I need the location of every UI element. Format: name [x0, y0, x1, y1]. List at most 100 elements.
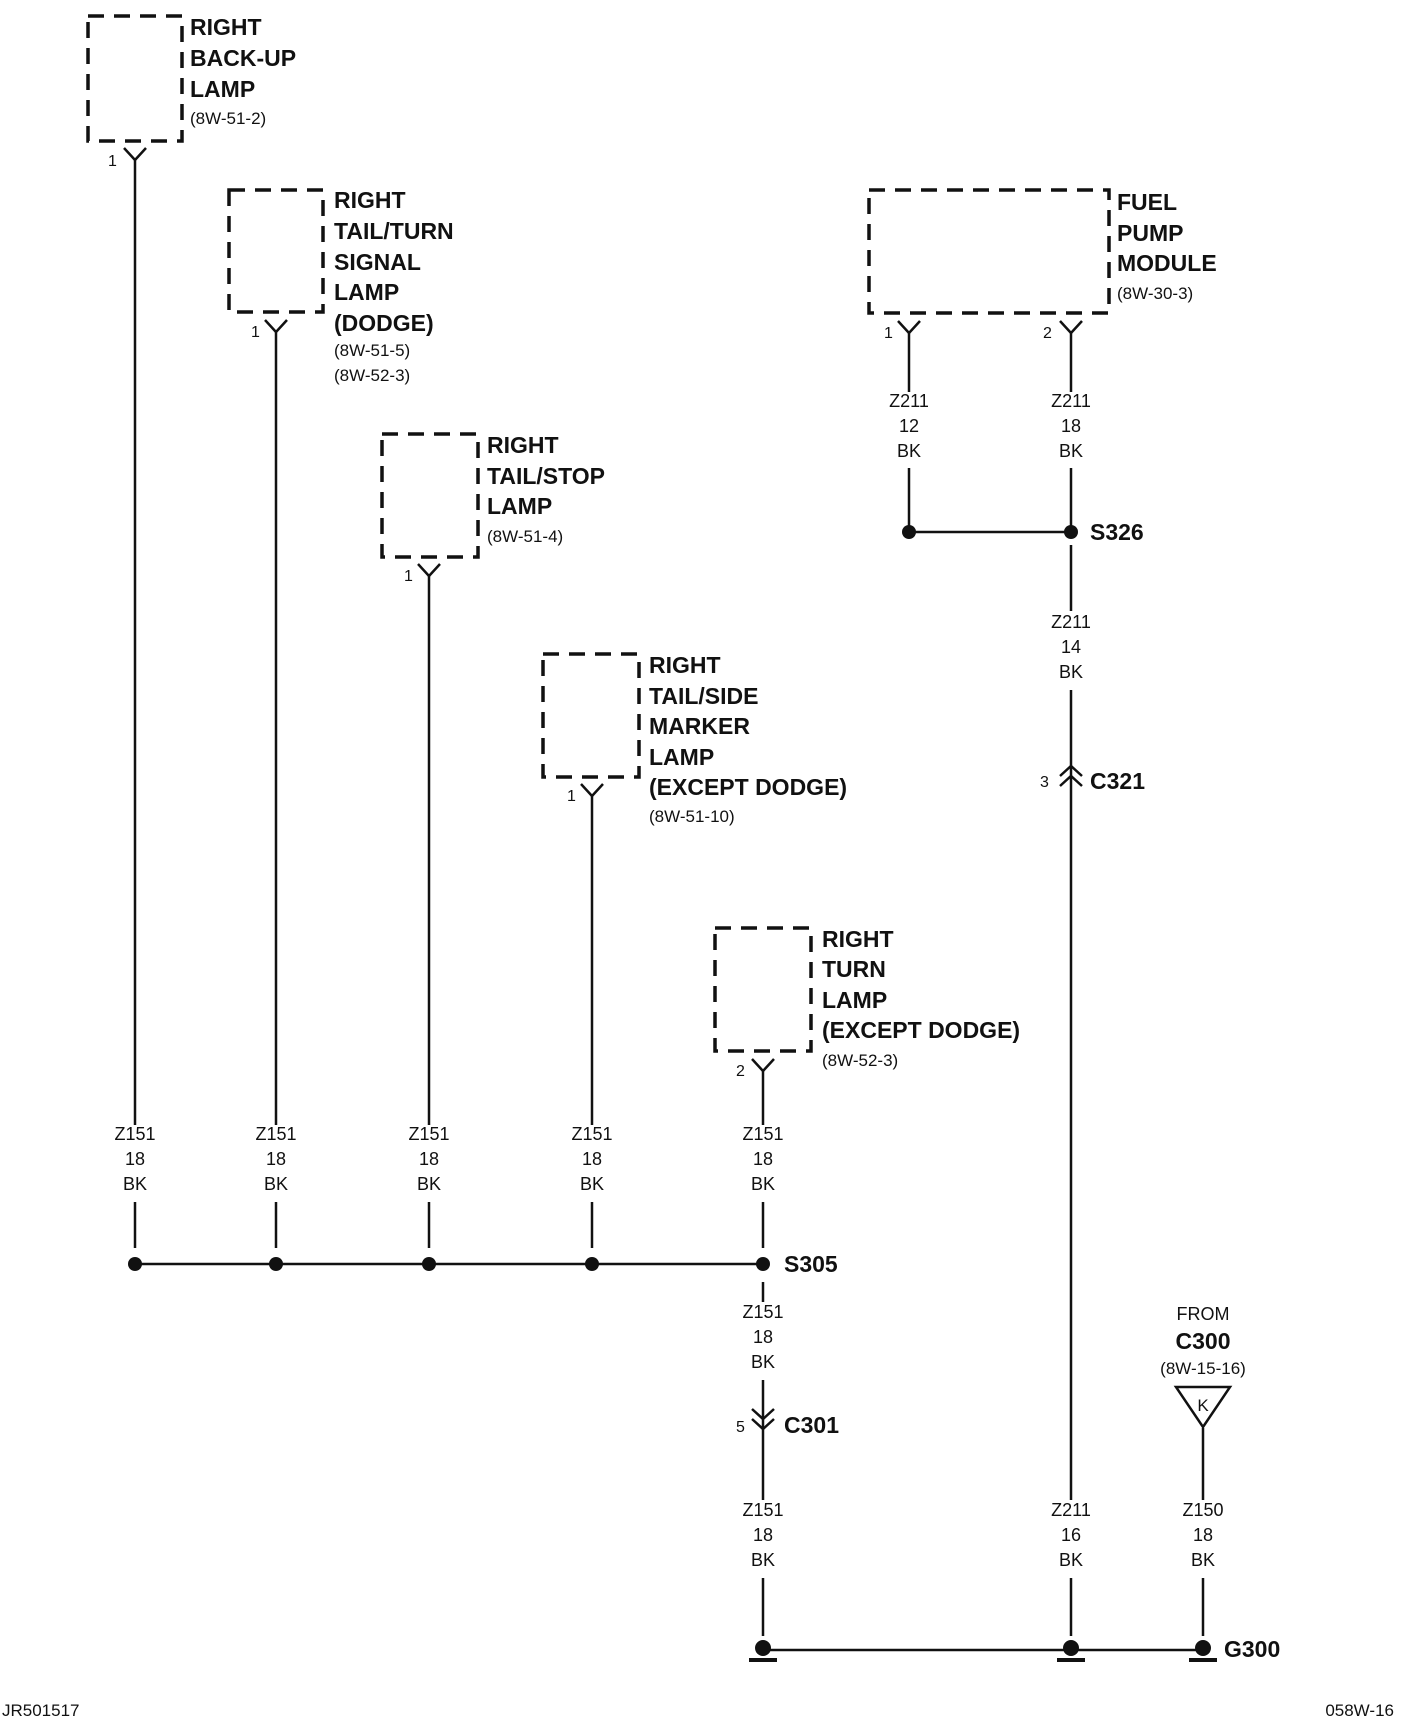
- wire-circuit: Z211: [1051, 391, 1091, 411]
- ground-eyelet: [755, 1640, 771, 1656]
- splice-dot: [902, 525, 916, 539]
- wire-color: BK: [264, 1174, 288, 1194]
- pin-number: 1: [884, 325, 893, 342]
- from-connector-ref: (8W-15-16): [1160, 1359, 1246, 1378]
- wire-gauge: 14: [1061, 637, 1081, 657]
- wire-circuit: Z211: [889, 391, 929, 411]
- wire-color: BK: [897, 441, 921, 461]
- wire-color: BK: [123, 1174, 147, 1194]
- wire-label: Z211 12 BK: [889, 391, 929, 461]
- component-box: [867, 188, 1111, 315]
- splice-label: S305: [784, 1251, 838, 1277]
- component-ref: (8W-51-5): [334, 341, 410, 360]
- component-name-line: PUMP: [1117, 220, 1183, 246]
- component-name-line: LAMP: [487, 493, 552, 519]
- connector-c301: 5 C301: [736, 1406, 839, 1440]
- component-name-line: BACK-UP: [190, 45, 296, 71]
- connector-label: C301: [784, 1412, 839, 1438]
- wire-label: Z151 18 BK: [742, 1302, 783, 1372]
- pin-number: 3: [1040, 774, 1049, 791]
- wire-color: BK: [751, 1174, 775, 1194]
- wire-gauge: 18: [1193, 1525, 1213, 1545]
- component-box: [227, 188, 325, 314]
- pin-number: 1: [108, 153, 117, 170]
- wire-label: Z151 18 BK: [114, 1124, 155, 1194]
- wire-color: BK: [417, 1174, 441, 1194]
- component-name-line: RIGHT: [649, 652, 721, 678]
- wire-label: Z211 14 BK: [1051, 612, 1091, 682]
- wire-gauge: 18: [582, 1149, 602, 1169]
- component-name-line: (DODGE): [334, 310, 434, 336]
- component-name-line: (EXCEPT DODGE): [649, 774, 847, 800]
- splice-label: S326: [1090, 519, 1144, 545]
- wire-labels: Z151 18 BK Z151 18 BK Z151 18 BK Z151 18…: [114, 391, 1223, 1570]
- wire-gauge: 18: [1061, 416, 1081, 436]
- component-name-line: TAIL/TURN: [334, 218, 454, 244]
- wire-gauge: 18: [753, 1149, 773, 1169]
- wire-circuit: Z150: [1182, 1500, 1223, 1520]
- wire-label: Z211 18 BK: [1051, 391, 1091, 461]
- component-box: [541, 652, 641, 779]
- from-connector-id: C300: [1176, 1328, 1231, 1354]
- wire-color: BK: [1059, 441, 1083, 461]
- wire-color: BK: [1059, 1550, 1083, 1570]
- component-name-line: RIGHT: [822, 926, 894, 952]
- splice-dot: [1064, 525, 1078, 539]
- female-terminal-icon: [751, 1058, 775, 1073]
- wire-label: Z151 18 BK: [742, 1500, 783, 1570]
- splice-dot: [269, 1257, 283, 1271]
- wire-gauge: 18: [419, 1149, 439, 1169]
- wire-segments: [133, 160, 1205, 1652]
- wire-label: Z151 18 BK: [742, 1124, 783, 1194]
- wire-circuit: Z211: [1051, 1500, 1091, 1520]
- triangle-letter: K: [1197, 1396, 1209, 1415]
- component-name-line: LAMP: [334, 279, 399, 305]
- component-name-line: LAMP: [649, 744, 714, 770]
- female-terminal-icon: [417, 563, 441, 578]
- wire-color: BK: [580, 1174, 604, 1194]
- wire-color: BK: [751, 1550, 775, 1570]
- ground-eyelet: [1195, 1640, 1211, 1656]
- component-name-line: LAMP: [822, 987, 887, 1013]
- wire-color: BK: [1059, 662, 1083, 682]
- component-right-tail-side-marker-lamp: RIGHT TAIL/SIDE MARKER LAMP (EXCEPT DODG…: [541, 652, 847, 826]
- wire-circuit: Z151: [114, 1124, 155, 1144]
- component-ref: (8W-30-3): [1117, 284, 1193, 303]
- splice-dot: [128, 1257, 142, 1271]
- splice-dot: [585, 1257, 599, 1271]
- pin-number: 5: [736, 1419, 745, 1436]
- component-right-turn-lamp: RIGHT TURN LAMP (EXCEPT DODGE) (8W-52-3)…: [713, 926, 1020, 1080]
- splice-dot: [422, 1257, 436, 1271]
- wire-color: BK: [751, 1352, 775, 1372]
- component-name-line: LAMP: [190, 76, 255, 102]
- wire-gauge: 16: [1061, 1525, 1081, 1545]
- wire-circuit: Z151: [742, 1500, 783, 1520]
- wire-gauge: 18: [266, 1149, 286, 1169]
- component-name-line: RIGHT: [334, 187, 406, 213]
- wire-circuit: Z151: [742, 1302, 783, 1322]
- wire-circuit: Z151: [571, 1124, 612, 1144]
- female-terminal-icon: [897, 320, 921, 335]
- footer-figure-id: JR501517: [2, 1701, 80, 1720]
- component-name-line: MARKER: [649, 713, 750, 739]
- from-label: FROM: [1177, 1304, 1230, 1324]
- wire-color: BK: [1191, 1550, 1215, 1570]
- component-name-line: SIGNAL: [334, 249, 421, 275]
- female-terminal-icon: [580, 783, 604, 798]
- component-name-line: FUEL: [1117, 189, 1177, 215]
- pin-number: 1: [567, 788, 576, 805]
- female-terminal-icon: [123, 147, 147, 162]
- wire-label: Z150 18 BK: [1182, 1500, 1223, 1570]
- component-fuel-pump-module: FUEL PUMP MODULE (8W-30-3) 1 2: [867, 188, 1217, 342]
- ground-g300: G300: [749, 1636, 1280, 1662]
- component-name-line: (EXCEPT DODGE): [822, 1017, 1020, 1043]
- wire-gauge: 12: [899, 416, 919, 436]
- component-box: [713, 926, 813, 1053]
- ground-label: G300: [1224, 1636, 1280, 1662]
- wire-label: Z151 18 BK: [571, 1124, 612, 1194]
- pin-number: 1: [404, 568, 413, 585]
- female-terminal-icon: [264, 319, 288, 334]
- pin-number: 2: [736, 1063, 745, 1080]
